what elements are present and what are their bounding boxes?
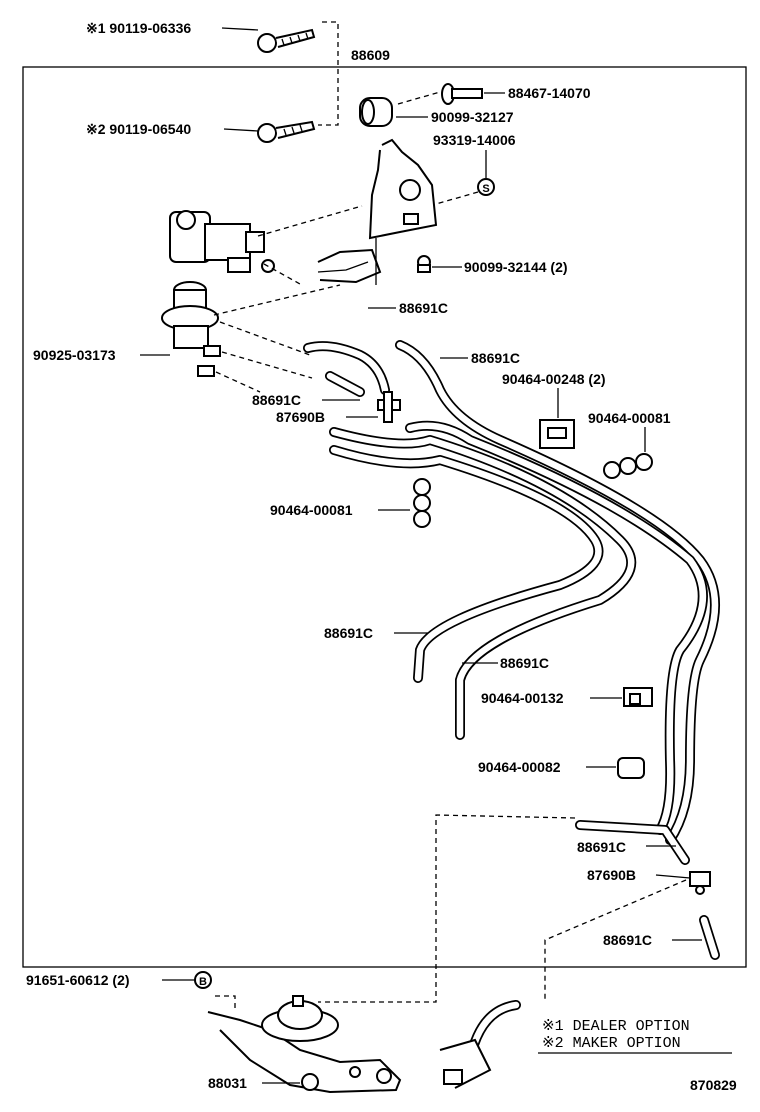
label-bolt-maker: ※2 90119-06540 <box>86 121 191 137</box>
leader-bolt-dealer <box>221 27 259 31</box>
label-clip-screw: 90099-32144 (2) <box>464 259 568 275</box>
label-clamp-132: 90464-00132 <box>481 690 564 706</box>
drawing-number: 870829 <box>690 1077 737 1093</box>
label-clamp-081-right: 90464-00081 <box>588 410 671 426</box>
label-hose-f: 88691C <box>577 839 626 855</box>
note-dealer-option: ※1 DEALER OPTION <box>542 1018 690 1035</box>
clip-screw-90099 <box>417 255 431 273</box>
s-marker-label: S <box>482 183 489 195</box>
s-marker <box>477 178 495 196</box>
assembly-frame <box>22 66 747 968</box>
tee-upper <box>377 391 401 423</box>
label-hose-g: 88691C <box>603 932 652 948</box>
label-clamp-081-left: 90464-00081 <box>270 502 353 518</box>
label-bolt-b: 91651-60612 (2) <box>26 972 130 988</box>
clamp-90464-00082 <box>617 757 645 779</box>
label-tee-upper: 87690B <box>276 409 325 425</box>
dashed-bolt-link <box>318 21 339 126</box>
clamp-90464-00081-left <box>413 478 431 528</box>
pin-88467 <box>441 83 483 105</box>
label-vsv: 90925-03173 <box>33 347 116 363</box>
clamp-90464-00132 <box>623 687 653 707</box>
tee-lower <box>689 871 711 895</box>
label-assembly: 88609 <box>351 47 390 63</box>
label-actuator: 88031 <box>208 1075 247 1091</box>
actuator-88031 <box>207 995 402 1094</box>
cushion-90099 <box>359 97 393 127</box>
vacuum-connector <box>439 1000 521 1089</box>
label-bracket-ref: 93319-14006 <box>433 132 516 148</box>
b-marker-label: B <box>199 976 207 988</box>
dealer-option-bolt <box>257 28 316 53</box>
vsv-bracket <box>317 138 438 285</box>
label-pin: 88467-14070 <box>508 85 591 101</box>
label-clamp-248: 90464-00248 (2) <box>502 371 606 387</box>
label-hose-b: 88691C <box>471 350 520 366</box>
vacuum-valve <box>161 281 221 377</box>
clamp-90464-00081-right <box>603 453 653 479</box>
b-marker <box>194 971 212 989</box>
label-hose-e: 88691C <box>500 655 549 671</box>
leader-bolt-maker <box>223 128 259 132</box>
vsv-valve <box>169 210 275 273</box>
maker-option-bolt <box>257 120 316 143</box>
hose-bundle <box>303 340 720 960</box>
label-hose-c: 88691C <box>252 392 301 408</box>
clamp-90464-00248 <box>539 419 575 449</box>
label-hose-a: 88691C <box>399 300 448 316</box>
label-cushion: 90099-32127 <box>431 109 514 125</box>
note-maker-option: ※2 MAKER OPTION <box>542 1035 681 1052</box>
label-clamp-082: 90464-00082 <box>478 759 561 775</box>
label-tee-lower: 87690B <box>587 867 636 883</box>
label-bolt-dealer: ※1 90119-06336 <box>86 20 191 36</box>
label-hose-d: 88691C <box>324 625 373 641</box>
